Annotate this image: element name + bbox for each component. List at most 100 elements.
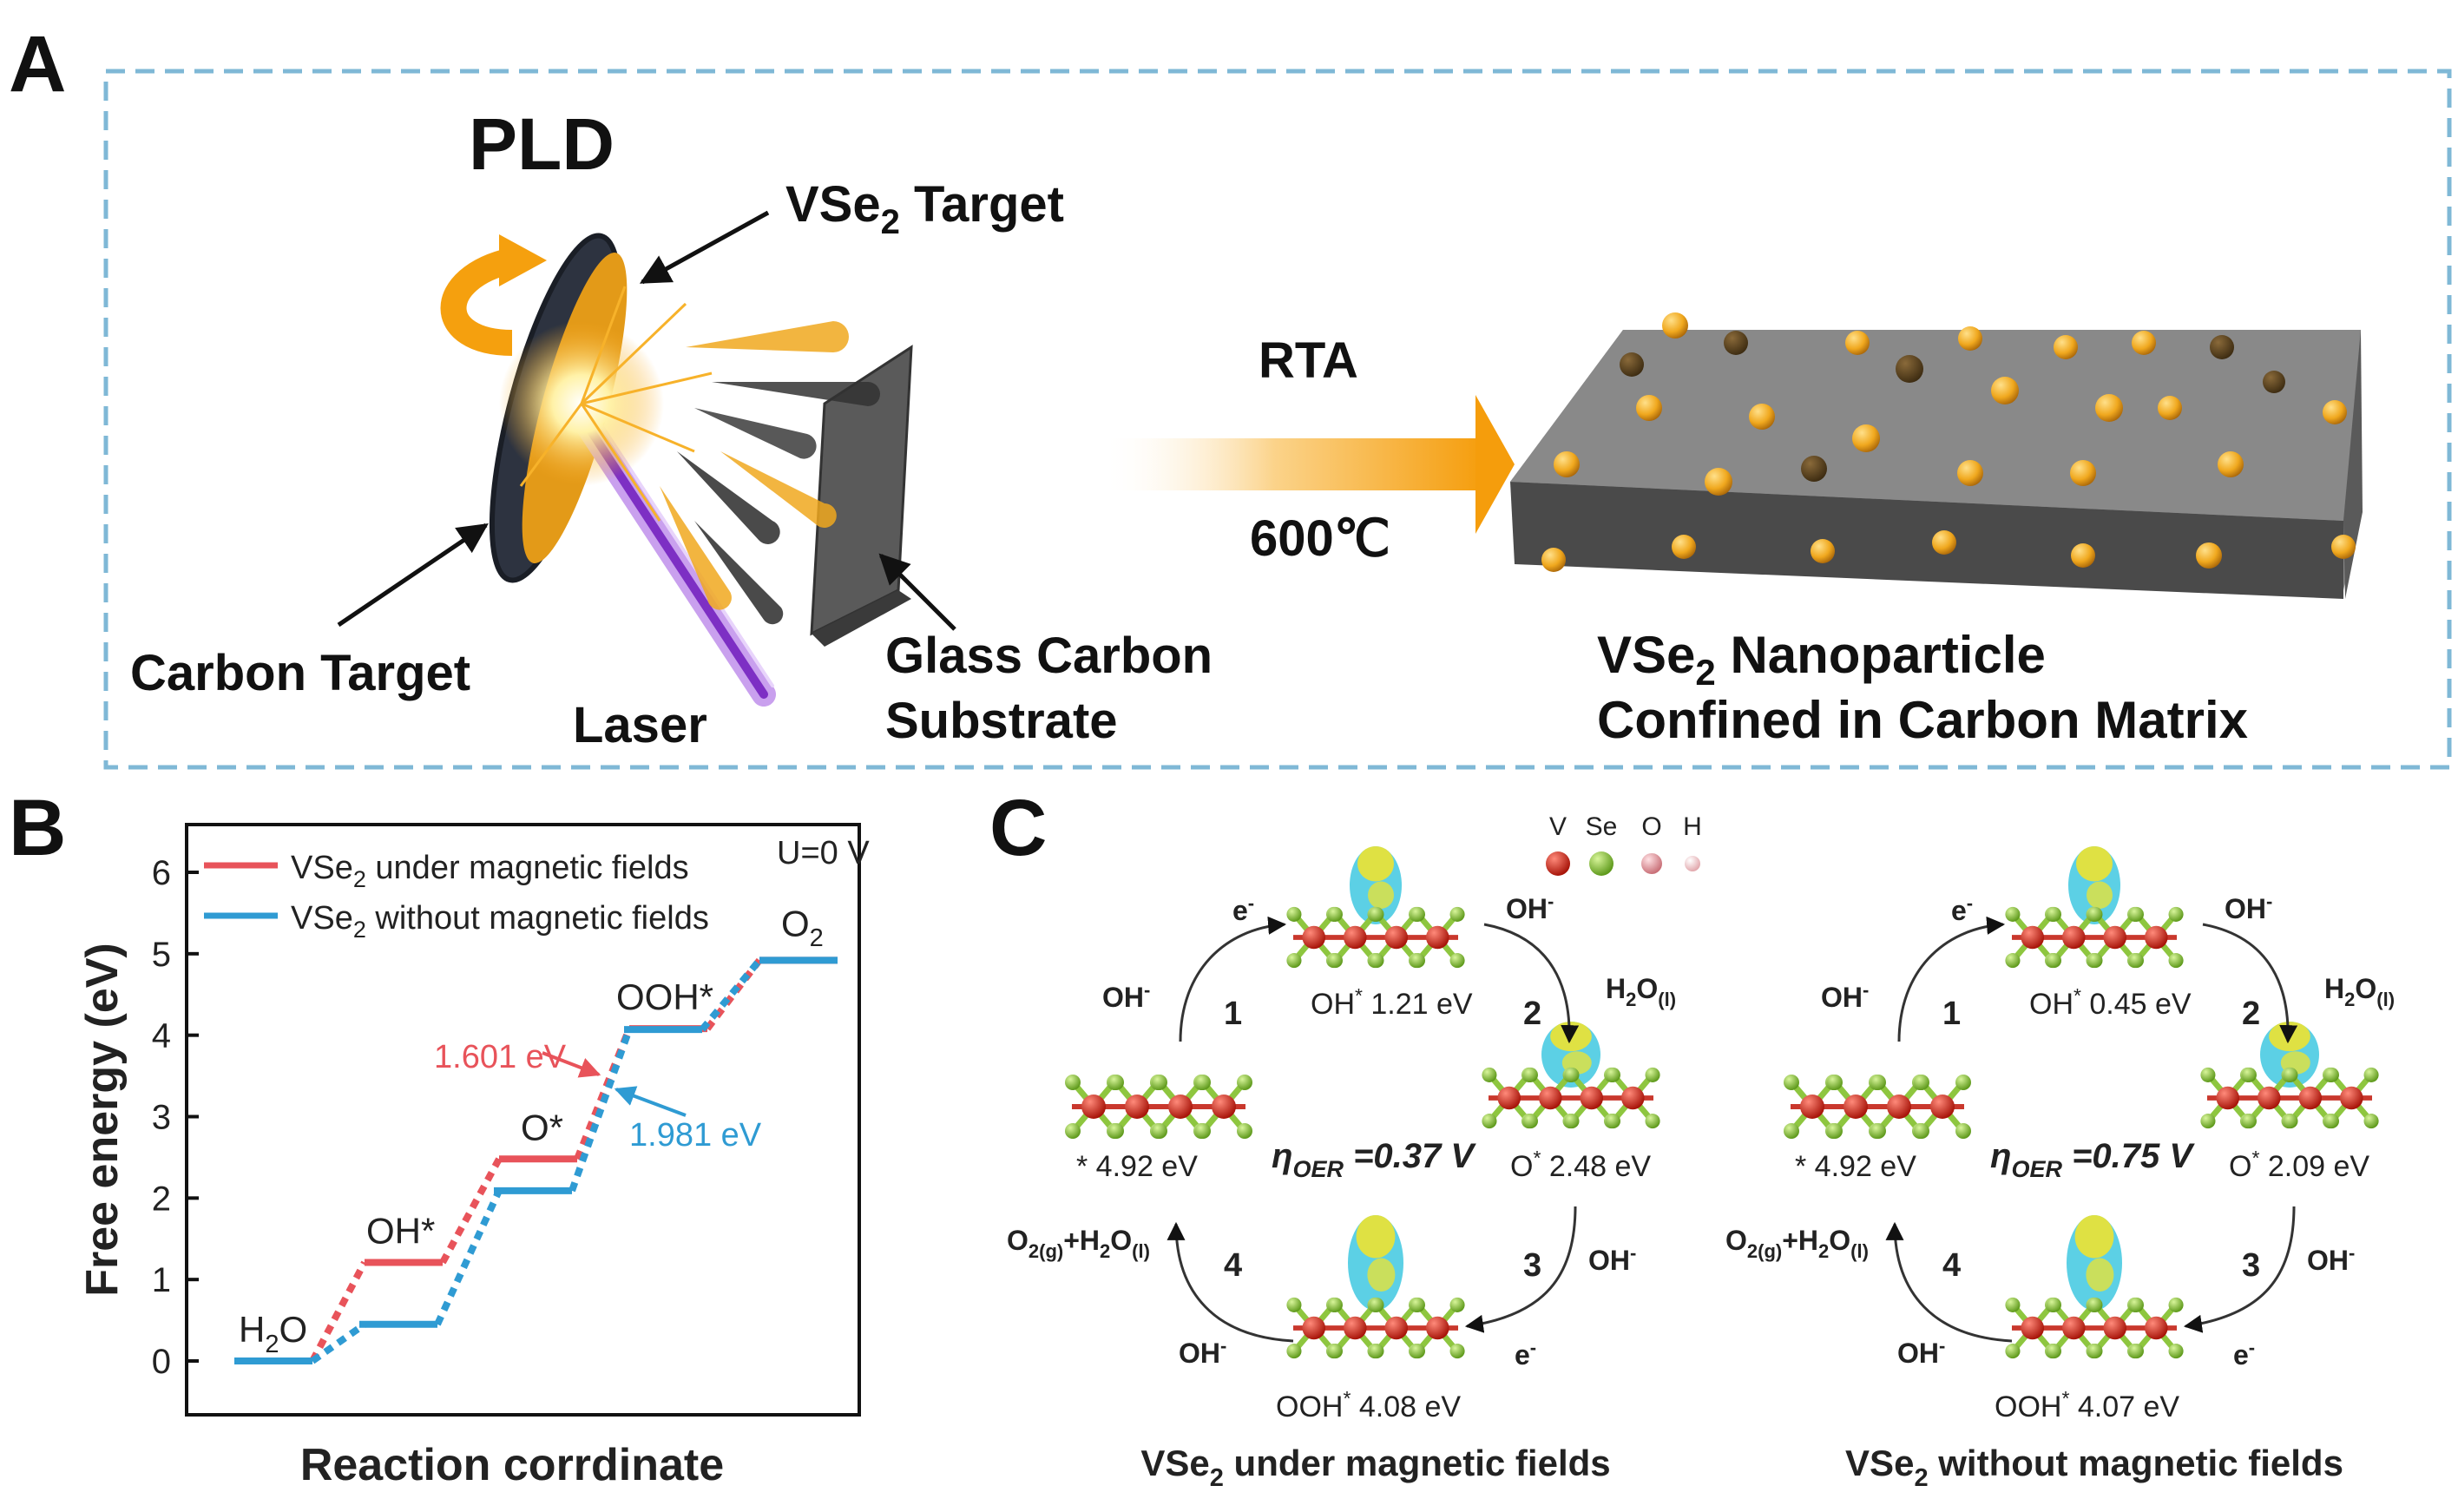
cycle-title: VSe2 without magnetic fields [1845,1443,2343,1492]
panel-a-dashed-frame [103,69,2452,770]
panel-letter-c: C [989,784,1047,872]
atom-legend-label-o: O [1641,812,1661,841]
state-label-star: * 4.92 eV [1795,1150,1916,1183]
pld-title: PLD [469,103,614,185]
annotation-no-magnetic: 1.981 eV [629,1117,762,1154]
cycle-arrow-3 [1464,1206,1577,1333]
step-label: O* [521,1107,563,1147]
state-label-star: * 4.92 eV [1076,1150,1198,1183]
y-tick-label: 4 [152,1017,171,1055]
step-number-3: 3 [2242,1247,2260,1284]
species-hydroxide-label: OH- [2225,891,2272,924]
annotation-arrow-magnetic [542,1051,601,1078]
cycle-arrow-2 [2202,923,2298,1044]
rta-arrow [1102,438,1484,490]
chart-series [234,957,838,1364]
target-label: VSe2 Target [785,176,1064,241]
vse2-structure [1286,1297,1465,1359]
step-label: H2O [239,1309,307,1358]
target-callout-arrow [639,210,770,285]
y-tick-label: 5 [152,936,171,974]
atom-legend: V Se O H [1546,812,1702,876]
species-hydroxide-label: OH- [1179,1335,1226,1369]
charge-density-isosurface [1350,846,1402,924]
step-number-3: 3 [1523,1247,1541,1284]
chart-frame [185,823,861,1417]
vse2-structure [1482,1067,1660,1129]
species-products-label: O2(g)+H2O(l) [1725,1225,1869,1262]
species-hydroxide-label: OH- [1588,1242,1636,1276]
substrate-label-line2: Substrate [885,693,1118,749]
species-electron-label: e- [1515,1337,1536,1371]
annotation-magnetic: 1.601 eV [434,1039,567,1075]
panel-letter-b: B [9,784,66,872]
species-hydroxide-label: OH- [2307,1242,2355,1276]
carbon-target-label: Carbon Target [130,645,470,701]
atom-h-icon [1685,856,1700,871]
species-products-label: O2(g)+H2O(l) [1007,1225,1150,1262]
atom-v-icon [1546,851,1570,876]
y-tick-label: 3 [152,1099,171,1137]
panel-letter-a: A [9,20,66,108]
charge-density-isosurface [1348,1215,1403,1311]
x-axis-title: Reaction corrdinate [300,1440,724,1490]
vse2-structure [1065,1075,1252,1139]
step-number-4: 4 [1942,1247,1961,1284]
species-hydroxide-label: OH- [1821,979,1869,1013]
y-axis-title: Free energy (eV) [77,943,128,1297]
state-label-ooh: OOH* 4.08 eV [1276,1387,1461,1423]
cycle-arrow-1 [1179,916,1287,1042]
transition-no-magnetic [310,1321,367,1364]
species-electron-label: e- [2233,1337,2255,1371]
y-tick-label: 6 [152,854,171,892]
atom-legend-label-v: V [1549,812,1567,841]
transition-no-magnetic [568,1028,633,1193]
legend-label-magnetic: VSe2 under magnetic fields [291,850,689,892]
state-label-oh: OH* 0.45 eV [2029,984,2192,1021]
step-label: OOH* [616,976,713,1017]
cycle-arrow-1 [1897,916,2006,1042]
carbon-target-callout-arrow [337,523,489,628]
overpotential-label: ηOER =0.75 V [1990,1137,2195,1182]
cycle-title: VSe2 under magnetic fields [1140,1443,1610,1492]
cycle-arrow-4 [1167,1221,1294,1343]
step-label: OH* [366,1210,435,1251]
annotation-arrow-no-magnetic [614,1086,687,1117]
step-number-1: 1 [1224,996,1242,1032]
species-hydroxide-label: OH- [1506,891,1554,924]
atom-legend-label-se: Se [1586,812,1618,841]
step-number-4: 4 [1224,1247,1242,1284]
substrate-callout-arrow [878,553,956,631]
y-tick-label: 2 [152,1180,171,1218]
legend-label-no-magnetic: VSe2 without magnetic fields [291,900,709,943]
species-water-label: H2O(l) [1606,973,1676,1010]
y-axis: 0 1 2 3 4 5 6 [152,854,199,1381]
condition-label: U=0 V [777,835,870,871]
atom-o-icon [1641,853,1662,874]
result-label-line1: VSe2 Nanoparticle [1597,626,2046,693]
step-number-1: 1 [1942,996,1961,1032]
cycle-arrow-3 [2183,1206,2296,1333]
ejected-particles [660,321,880,625]
state-label-o: O* 2.09 eV [2229,1147,2369,1183]
y-tick-label: 1 [152,1261,171,1299]
state-label-o: O* 2.48 eV [1510,1147,1651,1183]
charge-density-isosurface [2067,1215,2122,1311]
overpotential-label: ηOER =0.37 V [1272,1137,1476,1182]
y-tick-label: 0 [152,1343,171,1381]
species-water-label: H2O(l) [2324,973,2395,1010]
vse2-structure [2005,1297,2184,1359]
state-label-ooh: OOH* 4.07 eV [1995,1387,2179,1423]
species-hydroxide-label: OH- [1102,979,1150,1013]
species-electron-label: e- [1951,892,1973,926]
rta-label: RTA [1259,332,1358,389]
atom-se-icon [1589,851,1613,876]
step-number-2: 2 [2242,996,2260,1032]
vse2-structure [2200,1067,2379,1129]
atom-legend-label-h: H [1683,812,1702,841]
substrate-label-line1: Glass Carbon [885,628,1213,684]
laser-label: Laser [573,697,707,753]
